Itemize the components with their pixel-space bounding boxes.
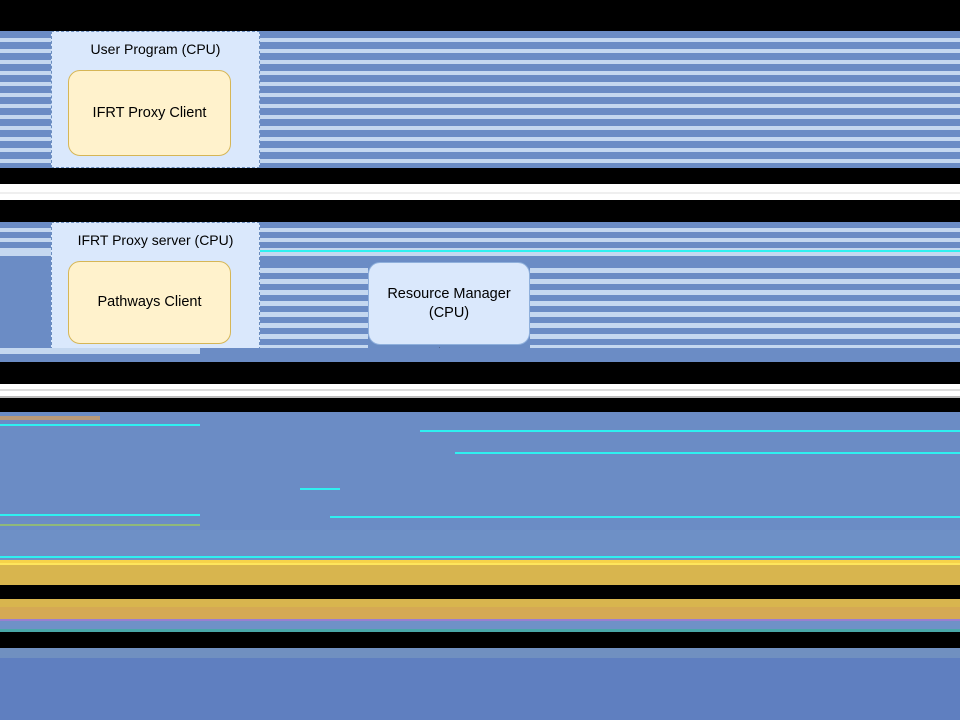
node-pathways-workers-line1: Pathways Worker(s) [312,460,444,477]
node-resource-manager[interactable]: Resource Manager (CPU) [368,262,530,345]
node-ifrt-proxy-client-label: IFRT Proxy Client [92,104,207,121]
node-ifrt-proxy-server-label: IFRT Proxy server (CPU) [77,232,234,248]
legend-swatch-yellow [109,560,213,604]
edge-label-sidecar-to-workers: gRPC [241,472,280,488]
node-pathways-workers[interactable]: Pathways Worker(s) (Accelerator) [294,434,462,521]
node-resource-manager-line2: (CPU) [428,304,470,321]
node-pathways-client-label: Pathways Client [97,294,202,311]
node-pathways-workers-line2: (Accelerator) [336,478,420,495]
node-pathways-client[interactable]: Pathways Client [68,261,231,344]
edge-label-client-to-server: gRPC [128,181,167,197]
edge-label-sidecar-to-client: gRPC [249,367,288,383]
legend-swatch-blue [109,620,213,664]
node-sidecar-server[interactable]: Sidecar Server (CPU colocated with TPU) [56,434,241,521]
node-sidecar-server-line2: colocated with TPU) [83,478,214,495]
node-ifrt-proxy-client[interactable]: IFRT Proxy Client [68,70,231,156]
node-resource-manager-line1: Resource Manager [387,286,511,303]
node-user-program-label: User Program (CPU) [90,41,221,57]
edge-label-rm-to-pathways-client: gRPC [277,295,316,311]
edge-label-rm-to-workers: gRPC [376,372,415,388]
node-sidecar-server-line1: Sidecar Server (CPU [80,460,217,477]
